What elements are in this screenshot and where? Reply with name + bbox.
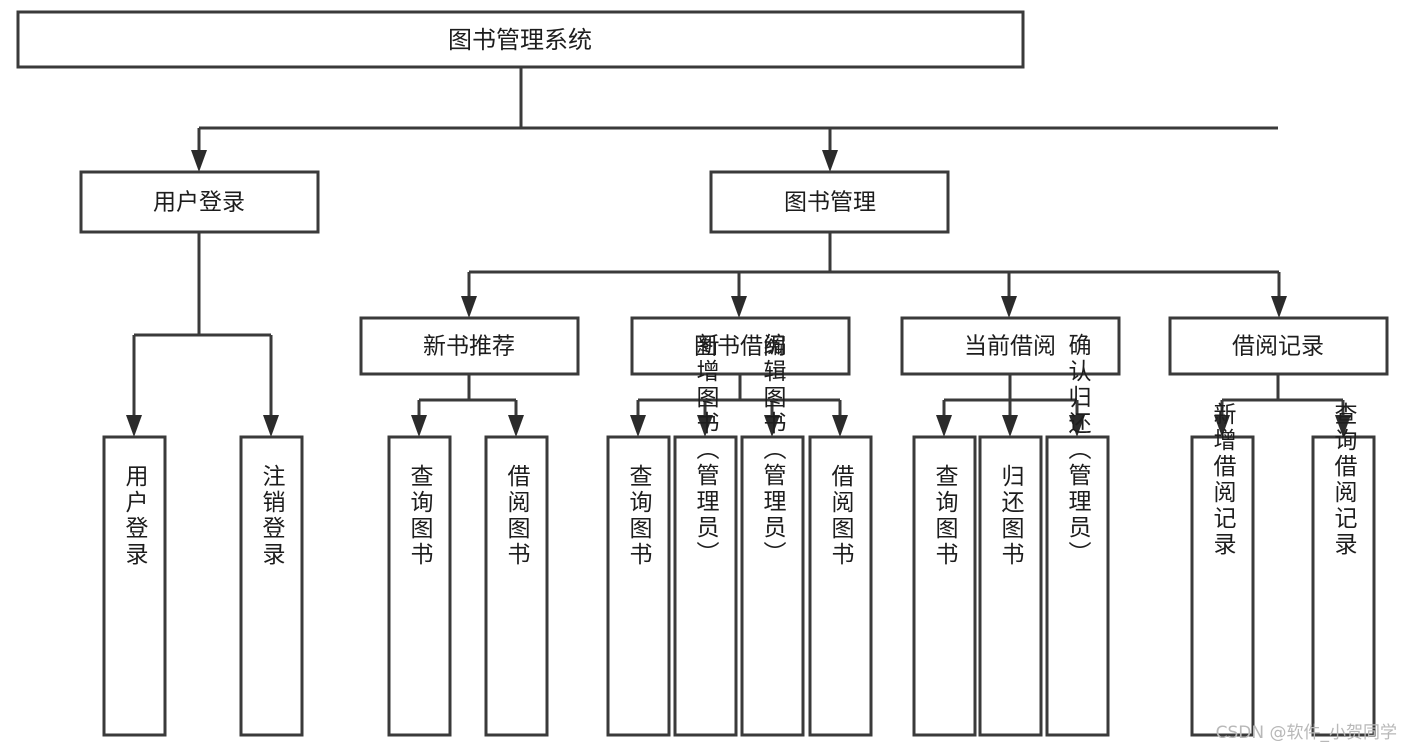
- node-root[interactable]: 图书管理系统: [16, 10, 1025, 69]
- arrow-head-icon: [191, 150, 207, 172]
- arrow-head-icon: [1214, 415, 1230, 437]
- leaf-label: 查询图书: [625, 464, 653, 568]
- node-user-login-box[interactable]: [79, 170, 320, 234]
- leaf-label: 用户登录: [121, 464, 149, 568]
- node-borrow-record-label: 借阅记录: [1232, 334, 1324, 360]
- leaf-new-book-query[interactable]: 查询图书: [387, 435, 452, 737]
- arrow-head-icon: [508, 415, 524, 437]
- node-new-book-recommend[interactable]: 新书推荐: [359, 316, 580, 376]
- edge-book-management-to-level3: [461, 232, 1287, 318]
- leaf-label: 注销登录: [258, 464, 286, 568]
- leaf-user-login-login[interactable]: 用户登录: [102, 435, 167, 737]
- node-borrow-record[interactable]: 借阅记录: [1168, 316, 1389, 376]
- arrow-head-icon: [764, 415, 780, 437]
- leaf-borrow-record-add[interactable]: 新增借阅记录: [1190, 402, 1255, 737]
- leaf-current-borrow-confirm[interactable]: 确认归还（管理员）: [1045, 333, 1110, 737]
- node-book-borrow[interactable]: 图书借阅: [630, 316, 851, 376]
- node-book-management-label: 图书管理: [784, 190, 876, 216]
- edge-book-borrow-to-leaves: [630, 374, 848, 437]
- leaf-box[interactable]: [673, 435, 738, 737]
- leaf-current-borrow-query[interactable]: 查询图书: [912, 435, 977, 737]
- leaf-box[interactable]: [387, 435, 452, 737]
- watermark: CSDN @软件_小贺同学: [1215, 723, 1397, 743]
- leaf-current-borrow-return[interactable]: 归还图书: [978, 435, 1043, 737]
- leaf-box[interactable]: [912, 435, 977, 737]
- leaf-label: 确认归还（管理员）: [1064, 333, 1092, 567]
- leaf-box[interactable]: [1311, 435, 1376, 737]
- leaf-book-borrow-edit[interactable]: 编辑图书（管理员）: [740, 333, 805, 737]
- leaf-box[interactable]: [1190, 435, 1255, 737]
- leaf-box[interactable]: [808, 435, 873, 737]
- leaf-label: 查询借阅记录: [1330, 402, 1358, 558]
- leaf-box[interactable]: [102, 435, 167, 737]
- arrow-head-icon: [1001, 296, 1017, 318]
- node-user-login[interactable]: 用户登录: [79, 170, 320, 234]
- leaf-label: 查询图书: [406, 464, 434, 568]
- leaf-label: 新增借阅记录: [1209, 402, 1237, 558]
- arrow-head-icon: [1271, 296, 1287, 318]
- arrow-head-icon: [731, 296, 747, 318]
- leaf-box[interactable]: [239, 435, 304, 737]
- leaf-box[interactable]: [484, 435, 549, 737]
- leaf-label: 编辑图书（管理员）: [759, 333, 787, 567]
- arrow-head-icon: [263, 415, 279, 437]
- node-book-management[interactable]: 图书管理: [709, 170, 950, 234]
- node-user-login-label: 用户登录: [153, 190, 245, 216]
- leaf-label: 新增图书（管理员）: [692, 333, 720, 567]
- edge-borrow-record-to-leaves: [1214, 374, 1351, 437]
- arrow-head-icon: [630, 415, 646, 437]
- edge-user-login-to-leaves: [126, 232, 279, 437]
- arrow-head-icon: [411, 415, 427, 437]
- leaf-box[interactable]: [1045, 435, 1110, 737]
- leaf-new-book-borrow[interactable]: 借阅图书: [484, 435, 549, 737]
- leaf-user-login-logout[interactable]: 注销登录: [239, 435, 304, 737]
- node-root-box[interactable]: [16, 10, 1025, 69]
- arrow-head-icon: [126, 415, 142, 437]
- leaf-label: 借阅图书: [827, 464, 855, 568]
- arrow-head-icon: [461, 296, 477, 318]
- leaf-box[interactable]: [740, 435, 805, 737]
- node-new-book-recommend-box[interactable]: [359, 316, 580, 376]
- leaf-box[interactable]: [978, 435, 1043, 737]
- arrow-head-icon: [1069, 415, 1085, 437]
- leaf-book-borrow-add[interactable]: 新增图书（管理员）: [673, 333, 738, 737]
- node-new-book-recommend-label: 新书推荐: [423, 334, 515, 360]
- leaf-label: 查询图书: [931, 464, 959, 568]
- arrow-head-icon: [1002, 415, 1018, 437]
- node-root-label: 图书管理系统: [448, 26, 592, 54]
- arrow-head-icon: [822, 150, 838, 172]
- arrow-head-icon: [697, 415, 713, 437]
- leaf-borrow-record-query[interactable]: 查询借阅记录: [1311, 402, 1376, 737]
- leaf-label: 归还图书: [997, 464, 1025, 568]
- edge-root-to-level2: [191, 67, 1278, 172]
- edge-new-book-recommend-to-leaves: [411, 374, 524, 437]
- leaf-book-borrow-query[interactable]: 查询图书: [606, 435, 671, 737]
- leaf-label: 借阅图书: [503, 464, 531, 568]
- node-current-borrow-label: 当前借阅: [964, 334, 1056, 360]
- arrow-head-icon: [832, 415, 848, 437]
- leaf-box[interactable]: [606, 435, 671, 737]
- edge-current-borrow-to-leaves: [936, 374, 1085, 437]
- arrow-head-icon: [1335, 415, 1351, 437]
- node-book-borrow-label: 图书借阅: [694, 334, 786, 360]
- leaf-book-borrow-borrow[interactable]: 借阅图书: [808, 435, 873, 737]
- arrow-head-icon: [936, 415, 952, 437]
- node-borrow-record-box[interactable]: [1168, 316, 1389, 376]
